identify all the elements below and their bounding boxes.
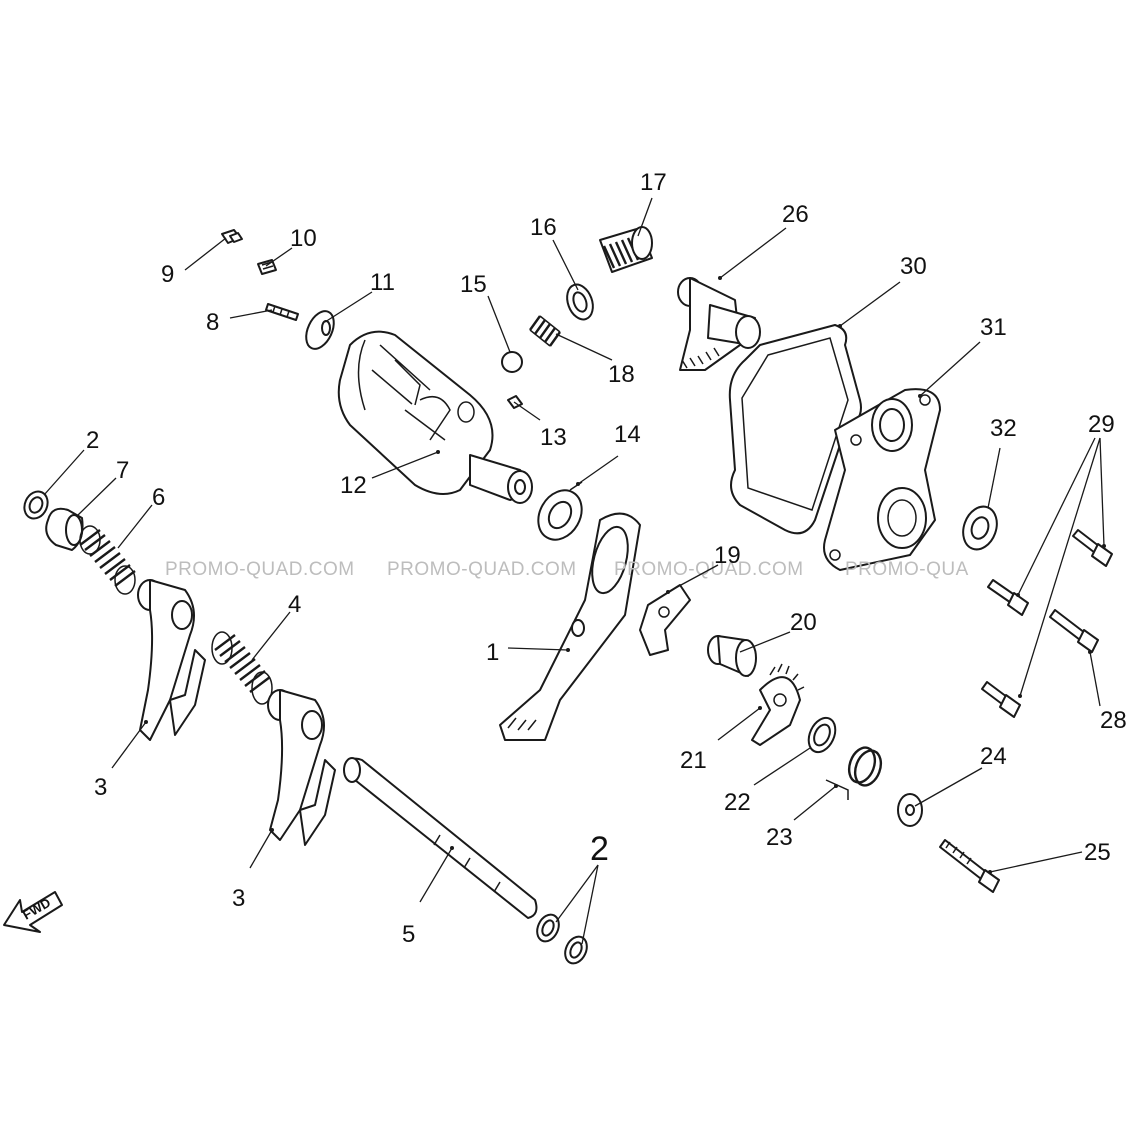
- leader-lines: [43, 197, 1105, 945]
- part-7-collar: [45, 507, 84, 551]
- watermarks: PROMO-QUAD.COM PROMO-QUAD.COM PROMO-QUAD…: [165, 559, 969, 580]
- callout-13: 13: [540, 424, 567, 451]
- callout-21: 21: [680, 747, 707, 774]
- callout-30: 30: [900, 253, 927, 280]
- part-23-spring: [825, 746, 883, 800]
- fwd-arrow-icon: FWD: [3, 891, 63, 933]
- part-30-gasket: [728, 324, 862, 535]
- part-2-circlips-lower: [536, 913, 588, 965]
- part-25-bolt: [939, 839, 1000, 893]
- part-11-plate: [305, 310, 335, 350]
- watermark: PROMO-QUAD.COM: [165, 559, 355, 580]
- part-22-washer: [807, 716, 837, 754]
- part-20-collar: [707, 635, 757, 677]
- leader-dots: [144, 276, 1106, 874]
- part-3-fork-lower: [267, 689, 336, 846]
- callout-32: 32: [990, 415, 1017, 442]
- callout-20: 20: [790, 609, 817, 636]
- part-14-bushing: [537, 481, 583, 541]
- part-3-fork-upper: [137, 579, 206, 741]
- callout-labels: 1 2 2 3 3 4 5 6 7 8 9 10 11 12 13 14 15 …: [86, 169, 1127, 948]
- part-12-shift-drum: [337, 330, 533, 504]
- part-8-pin: [265, 303, 299, 321]
- part-9-bolt: [221, 229, 243, 244]
- callout-6: 6: [152, 484, 165, 511]
- part-17-plug: [599, 226, 653, 273]
- part-21-ratchet: [751, 663, 805, 746]
- callout-10: 10: [290, 225, 317, 252]
- callout-25: 25: [1084, 839, 1111, 866]
- part-2-circlip-upper: [23, 490, 49, 520]
- watermark: PROMO-QUA: [845, 559, 969, 580]
- callout-2-lower: 2: [590, 830, 609, 868]
- callout-29: 29: [1088, 411, 1115, 438]
- callout-14: 14: [614, 421, 641, 448]
- callout-28: 28: [1100, 707, 1127, 734]
- part-18-spring: [529, 315, 561, 347]
- callout-2-upper: 2: [86, 427, 99, 454]
- part-15-ball: [501, 351, 523, 373]
- part-32-seal: [962, 505, 998, 551]
- callout-22: 22: [724, 789, 751, 816]
- callout-3-upper: 3: [94, 774, 107, 801]
- part-31-cover: [823, 388, 941, 571]
- watermark: PROMO-QUAD.COM: [387, 559, 577, 580]
- part-29-bolts: [981, 529, 1113, 718]
- callout-31: 31: [980, 314, 1007, 341]
- callout-16: 16: [530, 214, 557, 241]
- callout-23: 23: [766, 824, 793, 851]
- callout-18: 18: [608, 361, 635, 388]
- part-1-lever: [499, 512, 641, 741]
- part-19-lever: [639, 584, 691, 656]
- callout-7: 7: [116, 457, 129, 484]
- part-26-shift-arm: [677, 277, 761, 371]
- callout-12: 12: [340, 472, 367, 499]
- callout-9: 9: [161, 261, 174, 288]
- callout-15: 15: [460, 271, 487, 298]
- callout-1: 1: [486, 639, 499, 666]
- callout-11: 11: [370, 269, 395, 296]
- callout-17: 17: [640, 169, 667, 196]
- part-6-spring: [79, 525, 136, 595]
- part-28-bolt: [1049, 609, 1099, 653]
- part-5-shaft: [343, 757, 538, 919]
- part-16-washer: [566, 283, 594, 321]
- callout-4: 4: [288, 591, 301, 618]
- part-24-washer: [897, 793, 923, 827]
- callout-5: 5: [402, 921, 415, 948]
- callout-8: 8: [206, 309, 219, 336]
- part-10-screw: [257, 259, 277, 275]
- part-4-spring: [211, 631, 273, 705]
- callout-24: 24: [980, 743, 1007, 770]
- callout-3-lower: 3: [232, 885, 245, 912]
- callout-19: 19: [714, 542, 741, 569]
- callout-26: 26: [782, 201, 809, 228]
